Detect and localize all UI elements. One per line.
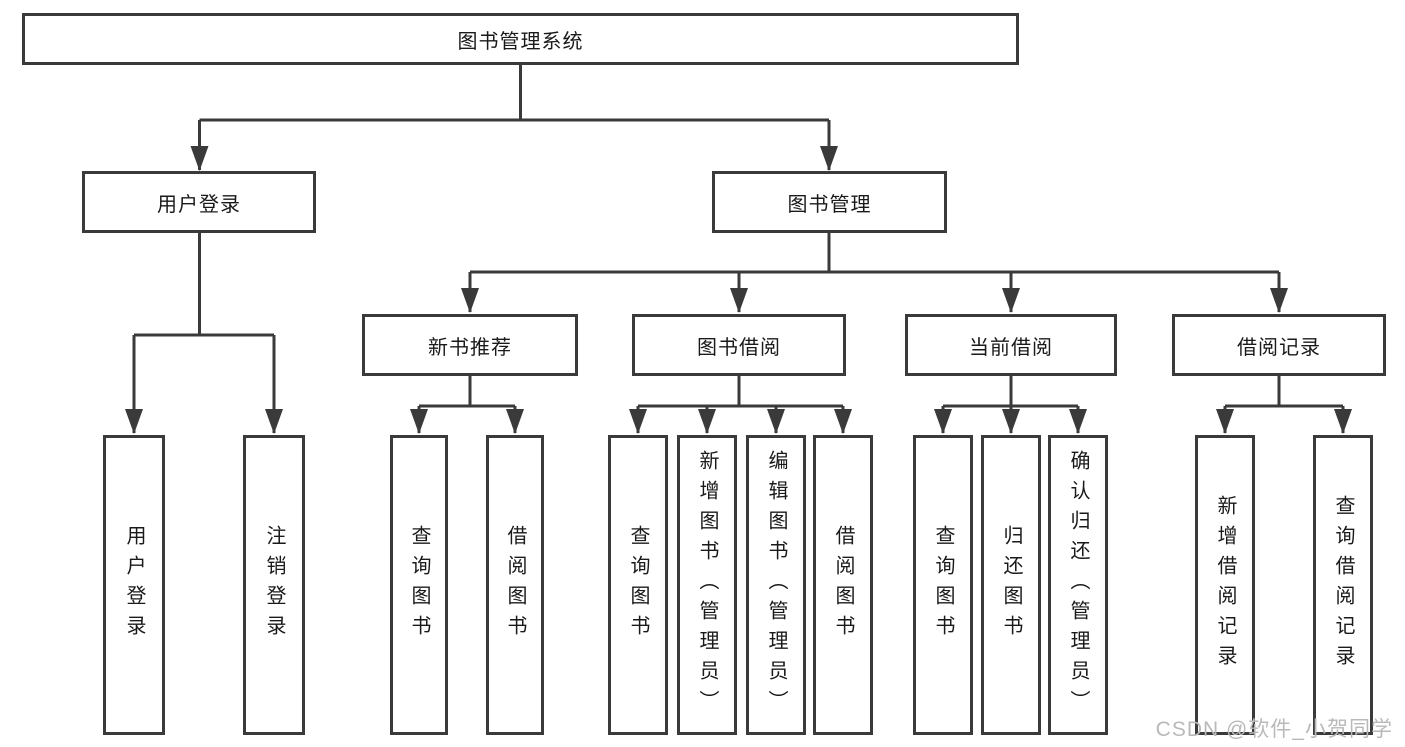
- node-label: 新增借阅记录: [1214, 495, 1236, 675]
- node-label: 归还图书: [1000, 525, 1022, 645]
- node-label: 图书管理: [787, 193, 872, 216]
- connector-borrowing-records-branch: [1223, 376, 1345, 433]
- arrowhead-book-borrowing: [730, 288, 748, 313]
- arrowhead-current-confirm: [1069, 409, 1087, 434]
- node-label: 图书管理系统: [457, 30, 584, 53]
- connector-book-borrowing-branch: [636, 376, 845, 433]
- node-label: 借阅图书: [832, 525, 854, 645]
- connector-root-branch: [198, 65, 831, 170]
- arrowhead-records-query: [1334, 409, 1352, 434]
- node-label: 查询图书: [627, 525, 649, 645]
- leaf-current-query-books: 查询图书: [913, 435, 973, 735]
- leaf-borrowing-query-books: 查询图书: [608, 435, 668, 735]
- arrowhead-current-return: [1002, 409, 1020, 434]
- arrowhead-leaf-user-login: [125, 409, 143, 434]
- connector-book-management-branch: [468, 233, 1281, 312]
- node-label: 确认归还（管理员）: [1067, 450, 1089, 720]
- leaf-records-add-record: 新增借阅记录: [1195, 435, 1255, 735]
- node-label: 用户登录: [157, 193, 241, 216]
- node-label: 查询图书: [408, 525, 430, 645]
- arrowhead-book-management: [820, 146, 838, 171]
- arrowhead-user-login: [190, 146, 209, 171]
- leaf-recommend-borrow-books: 借阅图书: [486, 435, 544, 735]
- arrowhead-recommend-borrow: [506, 409, 524, 434]
- leaf-records-query-record: 查询借阅记录: [1313, 435, 1373, 735]
- arrowhead-new-book-recommend: [461, 288, 479, 313]
- leaf-borrowing-add-books-admin: 新增图书（管理员）: [677, 435, 737, 735]
- leaf-user-login: 用户登录: [103, 435, 165, 735]
- node-current-borrowing: 当前借阅: [905, 314, 1117, 376]
- node-user-login: 用户登录: [82, 171, 316, 233]
- leaf-recommend-query-books: 查询图书: [390, 435, 448, 735]
- arrowhead-borrowing-edit: [767, 409, 785, 434]
- node-label: 借阅图书: [504, 525, 526, 645]
- leaf-current-confirm-return-admin: 确认归还（管理员）: [1048, 435, 1108, 735]
- node-label: 用户登录: [123, 525, 145, 645]
- node-new-book-recommend: 新书推荐: [362, 314, 578, 376]
- watermark: CSDN @软件_小贺同学: [1155, 718, 1393, 741]
- node-label: 注销登录: [263, 525, 285, 645]
- node-book-management: 图书管理: [712, 171, 947, 233]
- node-book-borrowing: 图书借阅: [632, 314, 846, 376]
- node-label: 新增图书（管理员）: [696, 450, 718, 720]
- leaf-borrowing-edit-books-admin: 编辑图书（管理员）: [746, 435, 806, 735]
- leaf-borrowing-borrow-books: 借阅图书: [813, 435, 873, 735]
- node-library-management-system: 图书管理系统: [22, 13, 1019, 65]
- node-label: 当前借阅: [969, 336, 1053, 359]
- connector-user-login-branch: [132, 233, 276, 433]
- leaf-logout: 注销登录: [243, 435, 305, 735]
- leaf-current-return-books: 归还图书: [981, 435, 1041, 735]
- arrowhead-borrowing-add: [698, 409, 716, 434]
- arrowhead-borrowing-borrow: [834, 409, 852, 434]
- node-label: 编辑图书（管理员）: [765, 450, 787, 720]
- arrowhead-recommend-query: [410, 409, 428, 434]
- arrowhead-borrowing-records: [1270, 288, 1288, 313]
- connector-new-book-branch: [417, 376, 517, 433]
- node-label: 查询借阅记录: [1332, 495, 1354, 675]
- arrowhead-leaf-logout: [265, 409, 283, 434]
- node-borrowing-records: 借阅记录: [1172, 314, 1386, 376]
- node-label: 借阅记录: [1237, 336, 1321, 359]
- arrowhead-current-borrowing: [1002, 288, 1020, 313]
- node-label: 新书推荐: [428, 336, 512, 359]
- arrowhead-borrowing-query: [629, 409, 647, 434]
- arrowhead-current-query: [934, 409, 952, 434]
- arrowhead-records-add: [1216, 409, 1234, 434]
- node-label: 查询图书: [932, 525, 954, 645]
- node-label: 图书借阅: [697, 336, 781, 359]
